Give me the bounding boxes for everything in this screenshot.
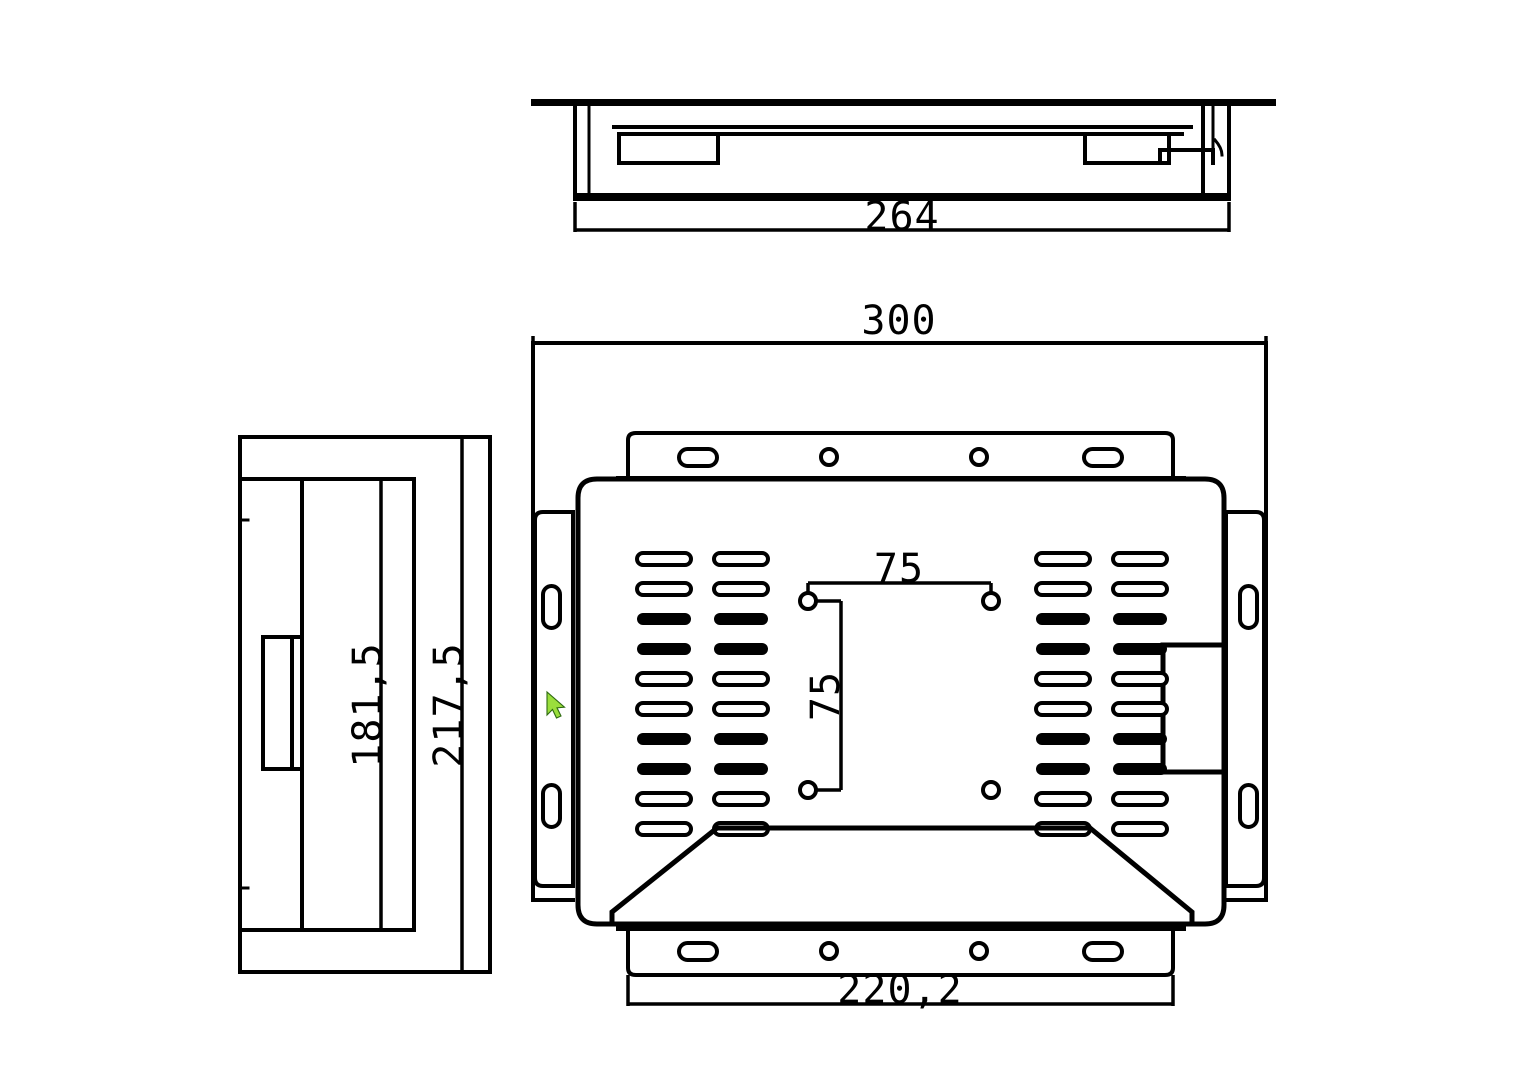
dim-vesa-h-label: 75 [874, 546, 924, 592]
dim-300: 300 [531, 298, 1268, 350]
bottom-bracket-hole-right [969, 941, 989, 961]
vent-slot [1113, 733, 1167, 745]
top-view-left-boss [617, 132, 720, 165]
left-side-bracket [533, 510, 575, 888]
vent-slot [635, 791, 693, 807]
top-bracket-slot-left [677, 447, 719, 468]
vent-slot [1034, 701, 1092, 717]
vesa-hole-top-right [981, 591, 1001, 611]
dim-181-5: 181,5 [345, 477, 391, 932]
dim-217-5-label: 217,5 [426, 642, 472, 767]
vent-slot [712, 551, 770, 567]
dim-220-2-label: 220,2 [837, 967, 962, 1013]
top-bracket-hole-left [819, 447, 839, 467]
bottom-bracket-slot-left [677, 941, 719, 962]
vent-slot [1036, 733, 1090, 745]
vent-slot [712, 581, 770, 597]
vent-slot [635, 671, 693, 687]
vent-slot [714, 763, 768, 775]
dim-264: 264 [573, 194, 1231, 240]
dim-vesa-75-horizontal: 75 [806, 546, 993, 595]
dim-300-label: 300 [861, 298, 936, 344]
vent-slot [1111, 551, 1169, 567]
vent-slot [635, 701, 693, 717]
vent-slot [712, 701, 770, 717]
vent-slot [1111, 581, 1169, 597]
vent-slot [637, 643, 691, 655]
vent-slot [635, 821, 693, 837]
vent-slot [1111, 671, 1169, 687]
vent-slots-left-column-a [635, 551, 693, 837]
dim-181-5-label: 181,5 [345, 642, 391, 767]
top-mounting-bracket [626, 431, 1175, 481]
top-view-right-boss [1083, 132, 1171, 165]
vent-slot [1036, 613, 1090, 625]
bottom-trapezoid-plate [609, 825, 1195, 925]
dim-264-label: 264 [864, 194, 939, 240]
vent-slots-right-column-c [1034, 551, 1092, 837]
left-bracket-slot-bottom [541, 783, 562, 829]
vent-slot [1111, 821, 1169, 837]
vent-slot [1113, 763, 1167, 775]
vent-slot [637, 613, 691, 625]
side-view-connector-block [261, 635, 304, 771]
vent-slot [635, 581, 693, 597]
dim-217-5: 217,5 [426, 435, 472, 974]
top-view-body-outline [573, 102, 1231, 198]
top-view-bottom-edge [573, 196, 1231, 201]
top-section-view: 264 [531, 99, 1276, 240]
vent-slot [712, 791, 770, 807]
vent-slot [1034, 671, 1092, 687]
top-view-right-curve [1212, 137, 1224, 157]
vent-slot [714, 643, 768, 655]
right-side-bracket [1224, 510, 1266, 888]
rear-connector-block [1160, 642, 1227, 775]
side-view-outer-body [238, 435, 492, 974]
vent-slot [1034, 581, 1092, 597]
vesa-hole-bottom-left [798, 780, 818, 800]
vesa-hole-bottom-right [981, 780, 1001, 800]
top-view-flange [531, 99, 1276, 106]
vent-slot [637, 733, 691, 745]
vent-slots-right-column-d [1111, 551, 1169, 837]
main-chassis-body [575, 476, 1227, 927]
vent-slot [714, 613, 768, 625]
bottom-bracket-top-line [616, 926, 1186, 931]
vent-slot [1111, 701, 1169, 717]
left-side-view: 181,5 217,5 [238, 435, 492, 974]
vent-slot [1034, 551, 1092, 567]
bottom-bracket-slot-right [1082, 941, 1124, 962]
vent-slots-left-column-b [712, 551, 770, 837]
vent-slot [1036, 763, 1090, 775]
side-view-inner-panel [240, 477, 416, 932]
left-bracket-slot-top [541, 584, 562, 630]
bottom-mounting-bracket [626, 927, 1175, 977]
dim-vesa-75-vertical: 75 [803, 599, 849, 792]
vent-slot [712, 671, 770, 687]
bottom-bracket-hole-left [819, 941, 839, 961]
vent-slot [1113, 643, 1167, 655]
right-bracket-slot-top [1238, 584, 1259, 630]
vent-slot [637, 763, 691, 775]
vent-slot [1113, 613, 1167, 625]
dim-vesa-v-label: 75 [803, 671, 849, 721]
top-bracket-hole-right [969, 447, 989, 467]
top-bracket-slot-right [1082, 447, 1124, 468]
vent-slot [714, 733, 768, 745]
vesa-hole-top-left [798, 591, 818, 611]
vent-slot [1034, 791, 1092, 807]
right-bracket-slot-bottom [1238, 783, 1259, 829]
vent-slot [1036, 643, 1090, 655]
dim-220-2: 220,2 [626, 967, 1175, 1013]
vent-slot [635, 551, 693, 567]
vent-slot [1111, 791, 1169, 807]
front-view: 75 75 300 220,2 [531, 298, 1268, 1013]
